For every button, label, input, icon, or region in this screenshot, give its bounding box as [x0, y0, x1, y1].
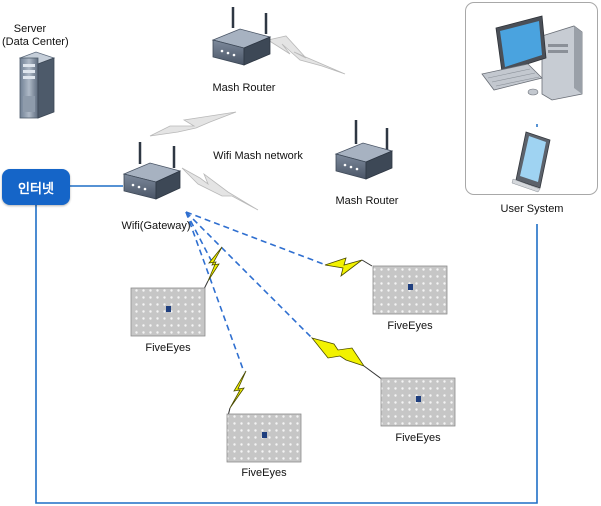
internet-label: 인터넷 [18, 181, 54, 197]
wifi-beam-router2 [181, 167, 259, 211]
user-system-label: User System [500, 203, 564, 215]
wireless-link-device-3 [185, 211, 245, 373]
fiveeyes-device-2 [372, 265, 448, 315]
gateway-label: Wifi(Gateway) [121, 220, 191, 232]
internet-badge: 인터넷 [2, 169, 70, 205]
gateway-router-icon [122, 142, 182, 200]
lightning-bolt-2-icon [324, 257, 373, 278]
server-icon [18, 51, 56, 119]
server-label-line1: Server [13, 23, 47, 35]
desktop-computer-icon [481, 15, 583, 101]
fiveeyes-label-4: FiveEyes [395, 432, 441, 444]
mesh-router-1-icon [211, 7, 272, 66]
wireless-link-device-2 [185, 211, 327, 266]
lightning-bolt-4-icon [310, 337, 384, 381]
mesh-router-2-label: Mash Router [335, 195, 399, 207]
wired-link-lines [35, 185, 538, 504]
fiveeyes-device-3 [226, 413, 302, 463]
wifi-mesh-beams [149, 35, 346, 211]
mesh-network-label: Wifi Mash network [213, 150, 303, 162]
mesh-router-2-icon [334, 120, 394, 180]
fiveeyes-label-2: FiveEyes [387, 320, 433, 332]
server-to-user-link [35, 205, 538, 504]
server-label: Server (Data Center) [2, 23, 69, 49]
fiveeyes-device-4 [380, 377, 456, 427]
server-label-line2: (Data Center) [2, 36, 69, 48]
wireless-links [185, 211, 327, 373]
wifi-beam-gateway [149, 111, 237, 137]
lightning-bolt-1-icon [203, 246, 223, 290]
mesh-router-1-label: Mash Router [212, 82, 276, 94]
wifi-beam-router1 [266, 35, 346, 75]
fiveeyes-device-1 [130, 287, 206, 337]
fiveeyes-label-1: FiveEyes [145, 342, 191, 354]
lightning-bolts [203, 246, 384, 417]
lightning-bolt-3-icon [227, 370, 247, 417]
tablet-icon [511, 124, 551, 193]
fiveeyes-label-3: FiveEyes [241, 467, 287, 479]
